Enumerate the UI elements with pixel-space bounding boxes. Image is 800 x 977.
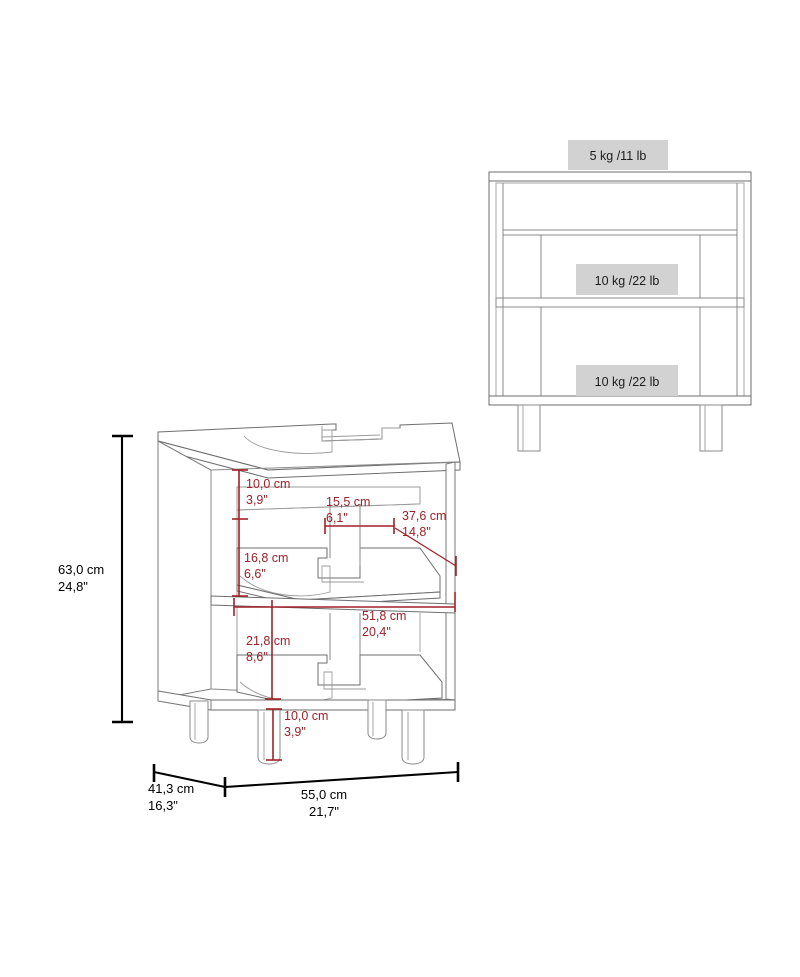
dim-height-label-cm: 63,0 cm — [58, 562, 104, 577]
dim-depth-label-cm: 41,3 cm — [148, 781, 194, 796]
perspective-leg-front-left — [257, 709, 281, 765]
front-top-load-label: 5 kg /11 lb — [590, 149, 647, 163]
perspective-top-sink-cutout — [243, 427, 400, 454]
dim-21-8cm-label-cm: 21,8 cm — [246, 634, 290, 648]
front-middle-shelf — [495, 297, 745, 308]
dim-width-label-inch: 21,7" — [309, 804, 339, 819]
front-leg-right — [699, 404, 723, 452]
black-dimension-annotations: 63,0 cm 24,8" 41,3 cm 16,3" 55,0 cm 21,7… — [58, 434, 460, 819]
front-elevation-group: 5 kg /11 lb 10 kg /22 lb 10 kg /22 lb — [488, 140, 752, 452]
dim-21-8cm-label-inch: 8,6" — [246, 650, 268, 664]
dim-depth-line — [153, 770, 226, 789]
perspective-leg-rear-right — [367, 699, 387, 740]
perspective-top-cutout-inner-edge — [321, 426, 381, 438]
red-dimension-annotations: 10,0 cm 3,9" 15,5 cm 6,1" 37,6 cm 14,8" … — [232, 469, 457, 761]
front-top-load-box — [568, 140, 668, 170]
dim-37-6cm-label-inch: 14,8" — [402, 525, 431, 539]
front-top-panel — [488, 171, 752, 182]
dim-37-6cm-label-cm: 37,6 cm — [402, 509, 446, 523]
dim-10cm-top-label-cm: 10,0 cm — [246, 477, 290, 491]
dim-16-8cm-label-cm: 16,8 cm — [244, 551, 288, 565]
dim-15-5cm-label-inch: 6,1" — [326, 511, 348, 525]
front-bottom-load-box — [576, 365, 678, 396]
dim-depth-label-inch: 16,3" — [148, 798, 178, 813]
perspective-leg-front-right — [401, 709, 425, 765]
front-upper-shelf — [502, 229, 738, 236]
front-bottom-load-label: 10 kg /22 lb — [595, 375, 660, 389]
perspective-upper-shelf-cutout — [239, 565, 364, 597]
perspective-left-side-panel — [157, 440, 212, 700]
front-bottom-panel — [488, 395, 752, 406]
dim-51-8cm-label-inch: 20,4" — [362, 625, 391, 639]
dim-51-8cm-label-cm: 51,8 cm — [362, 609, 406, 623]
dim-10cm-top-label-inch: 3,9" — [246, 493, 268, 507]
dim-leg-10cm-label-inch: 3,9" — [284, 725, 306, 739]
dim-width-line — [224, 770, 459, 789]
dim-15-5cm-label-cm: 15,5 cm — [326, 495, 370, 509]
perspective-cabinet-group — [157, 422, 461, 765]
front-leg-left — [517, 404, 541, 452]
front-middle-load-box — [576, 264, 678, 295]
front-middle-load-label: 10 kg /22 lb — [595, 274, 660, 288]
dim-37-6cm-diagonal-line — [394, 527, 457, 567]
dim-width-label-cm: 55,0 cm — [301, 787, 347, 802]
dim-16-8cm-label-inch: 6,6" — [244, 567, 266, 581]
dim-height-label-inch: 24,8" — [58, 579, 88, 594]
perspective-right-side-panel — [445, 461, 456, 701]
perspective-leg-rear-left — [189, 700, 209, 744]
dim-leg-10cm-label-cm: 10,0 cm — [284, 709, 328, 723]
